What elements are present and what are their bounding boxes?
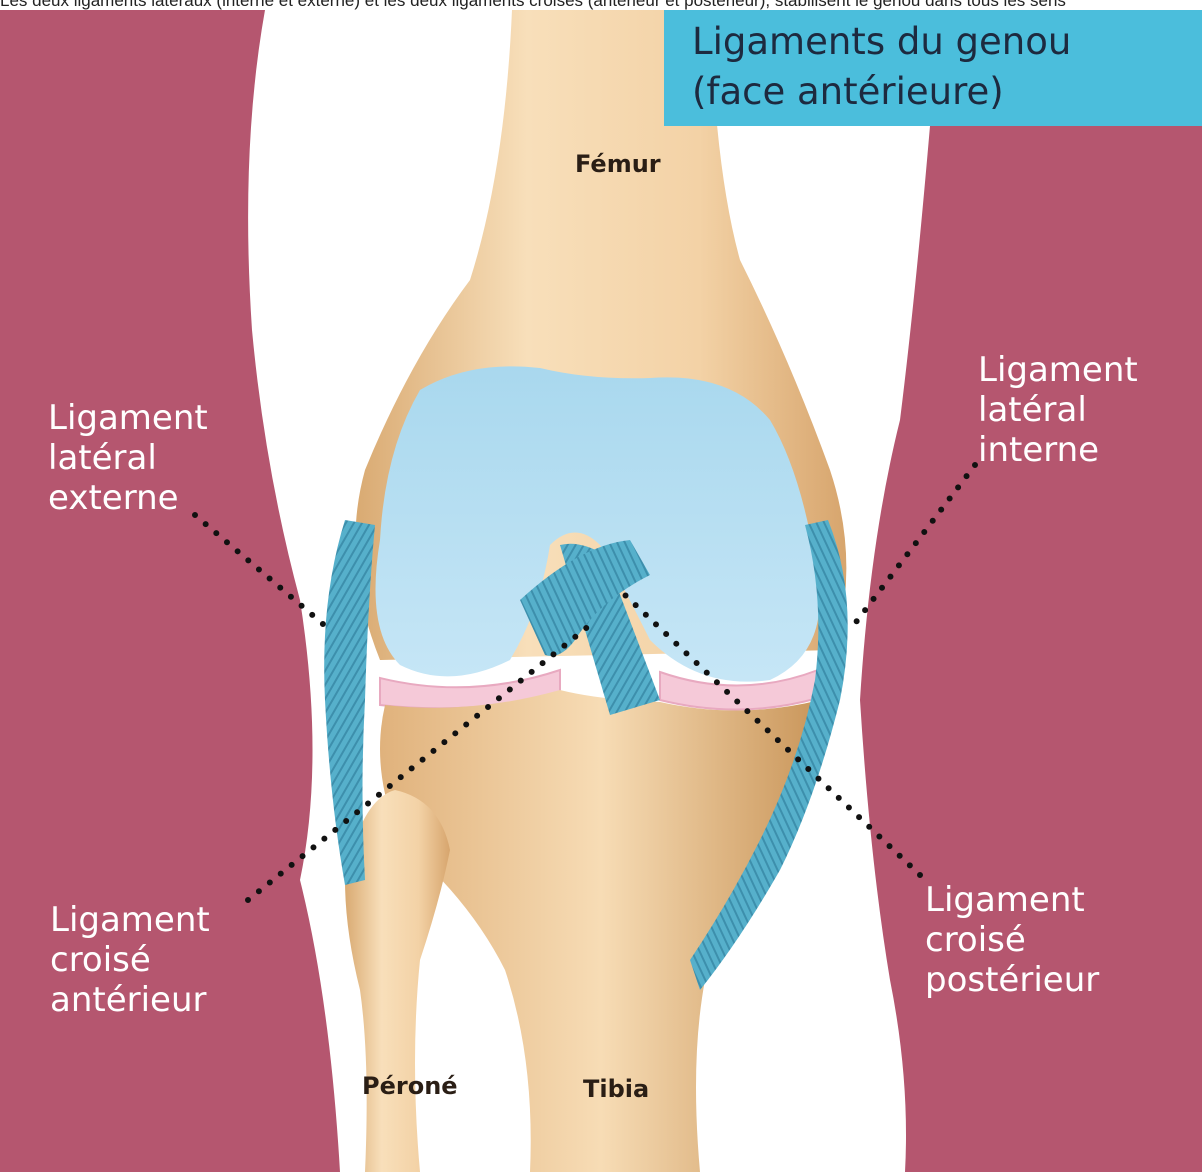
label-croise-posterieur: Ligament croisé postérieur [925,880,1099,1000]
label-lateral-interne: Ligament latéral interne [978,350,1138,470]
tibia-label: Tibia [583,1075,649,1103]
label-croise-anterieur: Ligament croisé antérieur [50,900,210,1020]
perone-label: Péroné [362,1072,458,1100]
skin-right [860,126,1202,1172]
title-line-2: (face antérieure) [692,70,1004,113]
femur-label: Fémur [575,150,661,178]
label-lateral-externe: Ligament latéral externe [48,398,208,518]
title-line-1: Ligaments du genou [692,20,1071,63]
title-box: Ligaments du genou (face antérieure) [664,10,1202,126]
